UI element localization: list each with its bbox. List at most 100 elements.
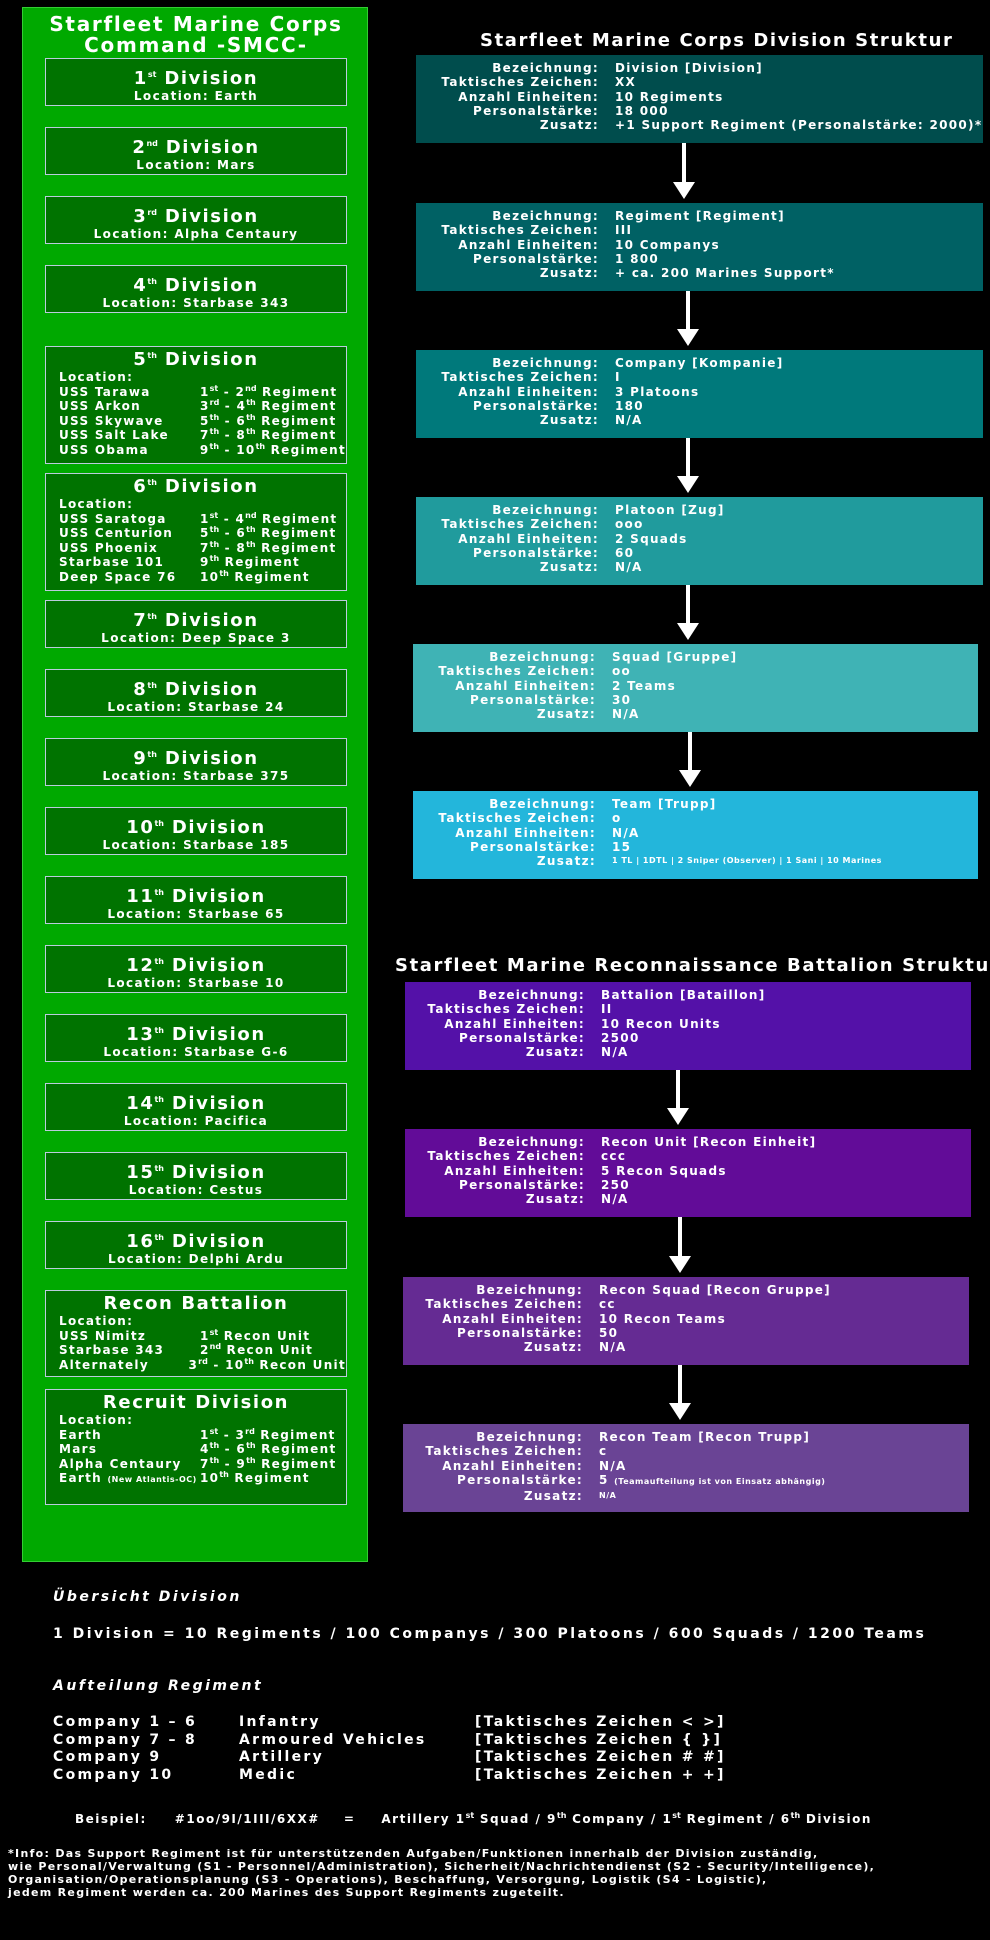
unit-from-suffix: th <box>209 554 220 564</box>
down-arrow-icon <box>669 1217 691 1273</box>
unit-to: - 2 <box>218 384 246 399</box>
unit-from-suffix: th <box>209 539 220 549</box>
division-word: Division <box>171 1093 266 1114</box>
tactical-sign: [Taktisches Zeichen + +] <box>475 1766 726 1783</box>
division-number: 4 <box>133 275 148 296</box>
field-value: I <box>615 370 621 384</box>
field-text: 15 <box>612 839 632 854</box>
field-label: Anzahl Einheiten: <box>442 1458 583 1473</box>
field-text: Recon Squad [Recon Gruppe] <box>599 1283 831 1297</box>
unit-to-suffix: th <box>246 525 256 535</box>
division-location: Location: Earth <box>133 89 259 103</box>
unit-type: Regiment <box>265 442 346 457</box>
field-text: 1 TL | 1DTL | 2 Sniper (Observer) | 1 Sa… <box>612 856 882 866</box>
field-label: Taktisches Zeichen: <box>441 223 599 238</box>
division-location: Location: Starbase 10 <box>107 976 285 990</box>
field-text: Company [Kompanie] <box>615 356 784 370</box>
field-value: 10 Companys <box>615 238 720 252</box>
field-row: Personalstärke:15 <box>413 840 978 854</box>
unit-from: 5 <box>200 526 210 541</box>
field-value: 180 <box>615 399 644 413</box>
location-place: USS Obama <box>59 443 200 458</box>
place-name: USS Arkon <box>59 399 142 414</box>
field-text: Regiment [Regiment] <box>615 209 785 223</box>
field-label: Anzahl Einheiten: <box>442 1311 583 1326</box>
field-value: 2 Teams <box>612 679 676 693</box>
company-role: Infantry <box>239 1714 321 1730</box>
unit-type: Regiment <box>219 555 301 570</box>
field-row: Anzahl Einheiten:10 Recon Units <box>405 1017 971 1031</box>
field-value: Recon Unit [Recon Einheit] <box>601 1135 816 1149</box>
unit-to: - 9 <box>219 1456 247 1471</box>
unit-to-suffix: th <box>246 1441 256 1451</box>
division-number: 10 <box>126 817 155 838</box>
tactical-sign: [Taktisches Zeichen < >] <box>475 1714 726 1730</box>
field-label: Anzahl Einheiten: <box>458 237 599 252</box>
place-name: Mars <box>59 1442 98 1457</box>
division-name: 5th Division <box>46 350 346 370</box>
field-row: Zusatz:+1 Support Regiment (Personalstär… <box>416 118 983 132</box>
field-text: N/A <box>615 560 643 575</box>
field-value: Battalion [Bataillon] <box>601 988 765 1002</box>
division-suffix: th <box>147 351 157 360</box>
field-row: Anzahl Einheiten: 10 Companys <box>416 238 983 252</box>
field-label: Zusatz: <box>523 1340 583 1355</box>
unit-from: 2 <box>200 1343 210 1358</box>
division-name: 3rd Division <box>46 207 346 227</box>
field-value: 18 000 <box>615 104 669 118</box>
division-suffix: th <box>154 1026 164 1035</box>
location-unit: 5th - 6th Regiment <box>200 526 337 541</box>
unit-from-suffix: rd <box>209 398 220 408</box>
location-place: USS Tarawa <box>59 385 200 400</box>
division-suffix: st <box>147 70 157 79</box>
company-role: Artillery <box>239 1749 325 1765</box>
field-row: Bezeichnung:Team [Trupp] <box>413 797 978 811</box>
field-text: oo <box>612 664 632 679</box>
company-role: Armoured Vehicles <box>239 1731 427 1748</box>
field-value: N/A <box>599 1489 616 1503</box>
unit-type: Recon Unit <box>218 1328 311 1343</box>
location-place: Earth (New Atlantis-OC) <box>59 1471 200 1488</box>
field-row: Taktisches Zeichen:cc <box>403 1297 969 1311</box>
place-note: (New Atlantis-OC) <box>107 1475 197 1485</box>
unit-type: Recon Unit <box>253 1357 346 1372</box>
field-row: Zusatz:N/A <box>405 1192 971 1206</box>
field-value: Recon Squad [Recon Gruppe] <box>599 1283 831 1297</box>
field-text: III <box>615 223 633 238</box>
field-note: (Teamaufteilung ist von Einsatz abhängig… <box>614 1476 826 1486</box>
location-label: Location: <box>59 1314 134 1328</box>
location-label: Location: <box>59 1413 134 1427</box>
field-text: N/A <box>601 1045 629 1060</box>
field-label: Anzahl Einheiten: <box>458 89 599 104</box>
division-name: 16th Division <box>46 1232 346 1252</box>
unit-type: Regiment <box>256 511 338 526</box>
unit-from: 7 <box>200 428 210 443</box>
field-text: 5 Recon Squads <box>601 1163 727 1178</box>
place-name: Starbase 343 <box>59 1343 165 1358</box>
unit-from-suffix: nd <box>209 1342 222 1352</box>
tactical-sign: [Taktisches Zeichen { }] <box>475 1731 723 1748</box>
field-row: Zusatz:N/A <box>405 1045 971 1059</box>
division-location: Location: Pacifica <box>123 1114 269 1128</box>
division-location: Location: Mars <box>136 158 256 172</box>
division-word: Division <box>165 137 260 158</box>
field-value: II <box>601 1002 613 1016</box>
field-label: Taktisches Zeichen: <box>441 75 599 90</box>
unit-from: 1 <box>200 384 210 399</box>
location-unit: 7th - 8th Regiment <box>200 539 337 556</box>
unit-to: - 3 <box>218 1427 246 1442</box>
division-number: 13 <box>126 1024 155 1045</box>
field-row: Personalstärke:180 <box>416 399 983 413</box>
unit-to-suffix: rd <box>245 1426 255 1436</box>
unit-to-suffix: nd <box>245 510 257 520</box>
place-name: USS Salt Lake <box>59 428 169 443</box>
division-number: 6 <box>133 476 148 497</box>
